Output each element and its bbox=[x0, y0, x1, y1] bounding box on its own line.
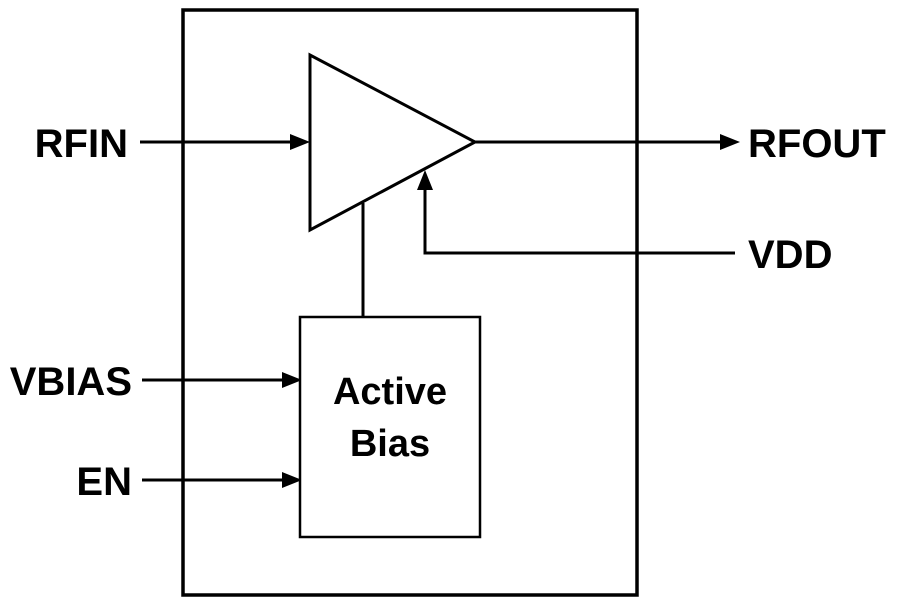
vdd-wire bbox=[423, 174, 735, 255]
rfin-label: RFIN bbox=[35, 122, 128, 166]
active-bias-box bbox=[298, 315, 482, 539]
amplifier-triangle-icon bbox=[308, 52, 479, 233]
en-label: EN bbox=[76, 460, 132, 504]
vbias-arrowhead-icon bbox=[282, 372, 302, 388]
vdd-arrowhead-icon bbox=[417, 170, 433, 190]
rfout-label: RFOUT bbox=[748, 122, 886, 166]
vbias-label: VBIAS bbox=[10, 360, 132, 404]
en-arrowhead-icon bbox=[282, 472, 302, 488]
rfout-arrowhead-icon bbox=[720, 134, 740, 150]
vdd-label: VDD bbox=[748, 233, 832, 277]
active-bias-label-line2: Bias bbox=[350, 423, 430, 465]
rfin-arrowhead-icon bbox=[290, 134, 310, 150]
active-bias-label-line1: Active bbox=[333, 371, 447, 413]
